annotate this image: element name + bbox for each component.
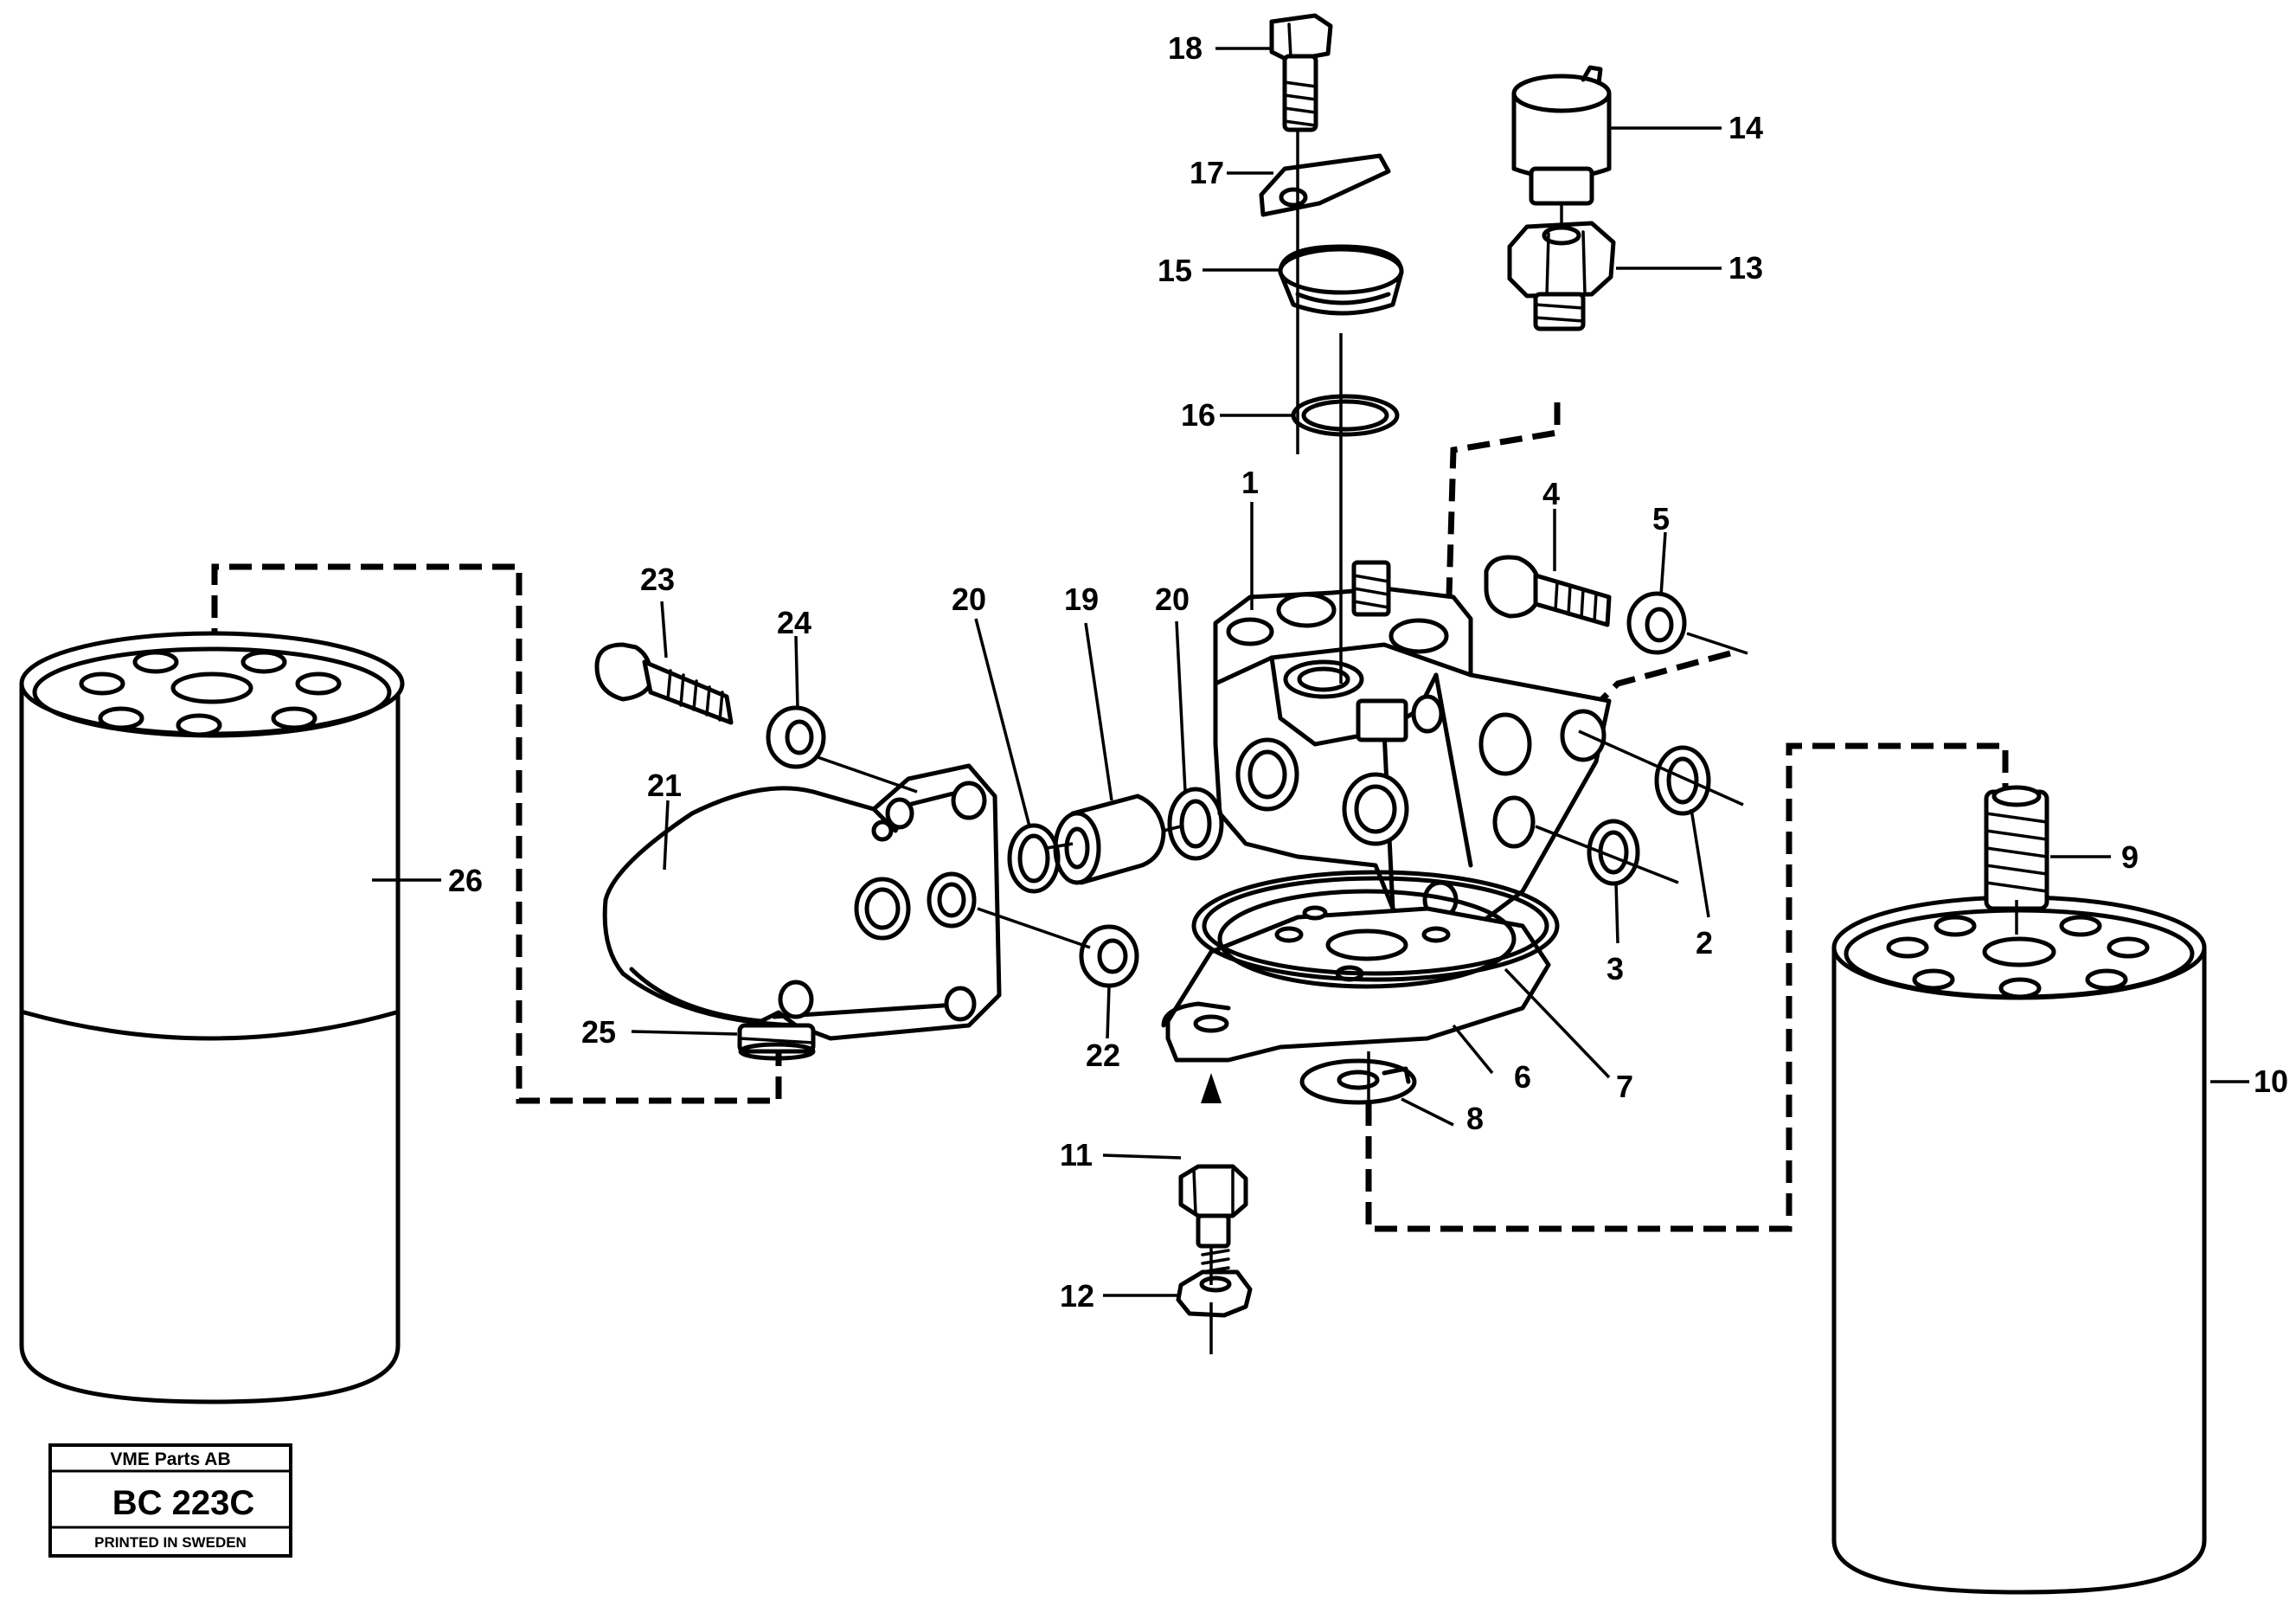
callout-24: 24: [777, 605, 811, 640]
bolt-4: [1484, 555, 1612, 627]
callout-25: 25: [581, 1014, 616, 1050]
washer-5: [1626, 591, 1687, 655]
base-plate-6: [1161, 889, 1551, 1063]
callout-labels: 1 2 3 4 5 6 7 8 9 10 11 12 13 14 15 16 1…: [448, 30, 2288, 1314]
oil-filter-26: [19, 631, 405, 1404]
seal-20-left: [1007, 823, 1061, 894]
oil-filter-10: [1831, 895, 2207, 1595]
screw-18: [1269, 13, 1333, 132]
adapter-13: [1507, 221, 1616, 331]
callout-19: 19: [1064, 582, 1099, 617]
dashed-connection-lines: [211, 402, 2009, 1232]
callout-18: 18: [1168, 30, 1203, 66]
cover-21: [602, 763, 1002, 1041]
callout-2: 2: [1696, 925, 1713, 961]
callout-22: 22: [1086, 1038, 1120, 1073]
stamp-company: VME Parts AB: [110, 1449, 230, 1469]
callout-3: 3: [1607, 951, 1624, 986]
callout-17: 17: [1190, 155, 1224, 190]
callout-7: 7: [1616, 1069, 1633, 1104]
stamp-printed: PRINTED IN SWEDEN: [94, 1534, 247, 1551]
callout-20-right: 20: [1155, 582, 1190, 617]
callout-11: 11: [1060, 1137, 1093, 1173]
threaded-nipple-9: [1984, 785, 2049, 911]
threaded-nipple-25: [737, 1023, 816, 1061]
sensor-14: [1511, 65, 1612, 206]
leader-lines: [372, 47, 2249, 1297]
callout-4: 4: [1542, 476, 1560, 511]
seal-2: [1654, 745, 1711, 816]
stamp-code: BC 223C: [112, 1484, 255, 1522]
callout-8: 8: [1466, 1101, 1484, 1136]
callout-13: 13: [1728, 250, 1763, 286]
flow-arrow: [1201, 1073, 1222, 1103]
axis-lines: [817, 130, 2018, 1354]
callout-14: 14: [1728, 110, 1763, 145]
callout-10: 10: [2254, 1063, 2288, 1099]
callout-26: 26: [448, 863, 483, 898]
callout-21: 21: [647, 768, 682, 803]
callout-15: 15: [1158, 253, 1192, 288]
washer-24: [766, 705, 826, 769]
nut-12: [1176, 1269, 1253, 1318]
bolt-23: [594, 642, 734, 725]
washer-8: [1299, 1058, 1417, 1105]
callout-12: 12: [1060, 1278, 1094, 1314]
seal-20-right: [1167, 787, 1224, 861]
plug-11: [1178, 1164, 1248, 1274]
callout-5: 5: [1652, 501, 1670, 537]
callout-23: 23: [640, 562, 675, 597]
o-ring-7: [1191, 870, 1560, 982]
callout-20-left: 20: [952, 582, 986, 617]
callout-1: 1: [1241, 465, 1259, 500]
callout-9: 9: [2121, 839, 2139, 875]
pipe-19: [1053, 794, 1166, 885]
o-ring-16: [1291, 394, 1400, 437]
callout-16: 16: [1181, 397, 1215, 433]
stamp-box: VME Parts AB BC 223C PRINTED IN SWEDEN: [48, 1443, 292, 1558]
washer-22: [1079, 924, 1139, 988]
filter-head-1: [1213, 560, 1612, 937]
clamp-17: [1259, 153, 1391, 217]
callout-6: 6: [1514, 1059, 1531, 1095]
seal-3: [1587, 819, 1640, 886]
